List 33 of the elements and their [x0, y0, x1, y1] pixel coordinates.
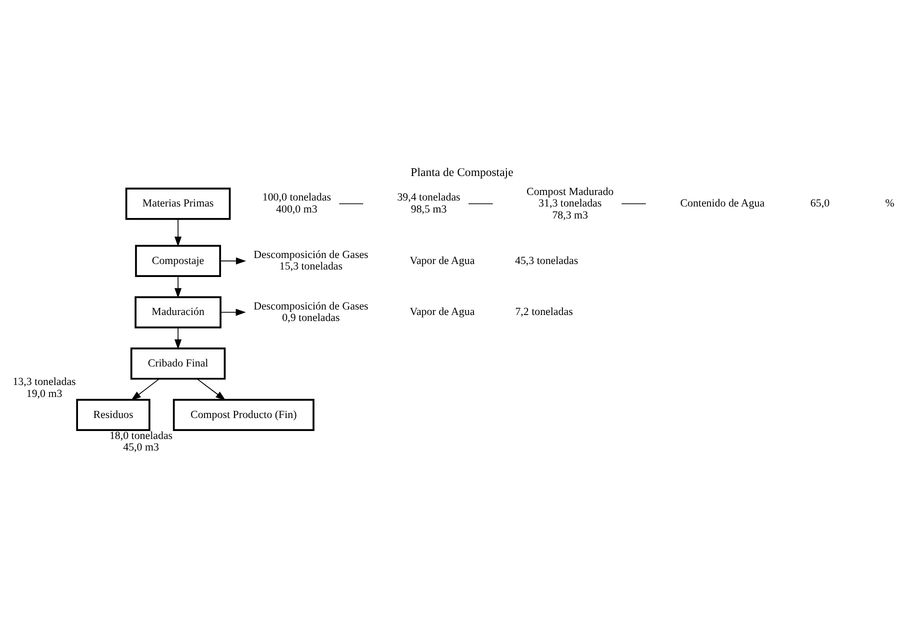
arrow	[196, 378, 226, 401]
node-box: Materias Primas	[125, 188, 231, 220]
label: 45,3 toneladas	[515, 254, 578, 267]
label: 65,0	[810, 198, 830, 210]
node-text: Compost Madurado 31,3 toneladas 78,3 m3	[526, 186, 614, 222]
node-box: Compost Producto (Fin)	[172, 398, 314, 431]
node-box: Cribado Final	[130, 348, 226, 380]
arrow	[130, 378, 160, 401]
node-text: 100,0 toneladas 400,0 m3	[262, 192, 331, 216]
node-label: 13,3 toneladas	[12, 376, 76, 388]
node-label: 18,0 toneladas	[109, 430, 173, 442]
connector	[621, 203, 646, 204]
arrow	[174, 218, 182, 247]
node-box: Residuos	[76, 398, 150, 431]
arrow	[220, 308, 246, 316]
node-box: Maduración	[134, 296, 222, 328]
node-label: 19,0 m3	[26, 388, 62, 400]
node-label: 45,0 m3	[123, 442, 159, 454]
label: Vapor de Agua	[410, 254, 475, 267]
connector	[468, 203, 494, 204]
arrow	[174, 276, 182, 298]
arrow	[174, 327, 182, 350]
label: Contenido de Agua	[680, 198, 765, 210]
label: Vapor de Agua	[410, 306, 475, 318]
node-text: Descomposición de Gases 15,3 toneladas	[254, 248, 368, 273]
label: %	[885, 198, 894, 210]
connector	[338, 203, 364, 204]
node-box: Compostaje	[135, 244, 222, 278]
node-text: Descomposición de Gases 0,9 toneladas	[254, 300, 368, 324]
diagram-title: Planta de Compostaje	[410, 166, 514, 180]
label: 7,2 toneladas	[515, 306, 573, 318]
arrow	[220, 257, 246, 264]
node-text: 39,4 toneladas 98,5 m3	[397, 192, 460, 216]
